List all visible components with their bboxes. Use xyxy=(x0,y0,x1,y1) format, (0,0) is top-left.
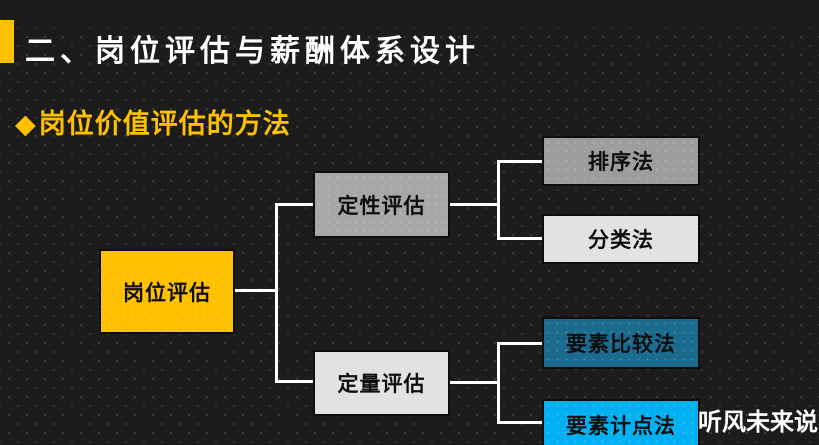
node-qualitative-evaluation: 定性评估 xyxy=(313,171,450,238)
watermark: 听风未来说 xyxy=(698,409,818,436)
section-heading: ◆岗位价值评估的方法 xyxy=(15,102,291,141)
connector-to-ranking xyxy=(500,160,542,163)
connector-bracket-2 xyxy=(497,342,500,424)
section-heading-label: 岗位价值评估的方法 xyxy=(38,109,291,139)
node-ranking-method: 排序法 xyxy=(542,136,700,186)
connector-to-quantitative xyxy=(278,380,313,383)
title-accent-bar xyxy=(0,20,14,63)
node-quantitative-evaluation: 定量评估 xyxy=(313,350,450,416)
node-factor-point-method: 要素计点法 xyxy=(542,399,700,445)
page-title: 二、岗位评估与薪酬体系设计 xyxy=(25,35,480,68)
diamond-bullet-icon: ◆ xyxy=(15,109,37,139)
connector-to-factor-point xyxy=(500,421,542,424)
connector-qualitative-out xyxy=(450,203,497,206)
connector-trunk-vertical xyxy=(275,203,278,383)
connector-quantitative-out xyxy=(450,381,497,384)
node-classification-method: 分类法 xyxy=(542,214,700,264)
connector-bracket-1 xyxy=(497,160,500,240)
connector-to-factor-compare xyxy=(500,342,542,345)
connector-to-qualitative xyxy=(278,203,313,206)
connector-root-out xyxy=(235,289,275,292)
node-factor-comparison-method: 要素比较法 xyxy=(542,317,700,369)
connector-to-classify xyxy=(500,237,542,240)
node-job-evaluation: 岗位评估 xyxy=(99,249,235,334)
